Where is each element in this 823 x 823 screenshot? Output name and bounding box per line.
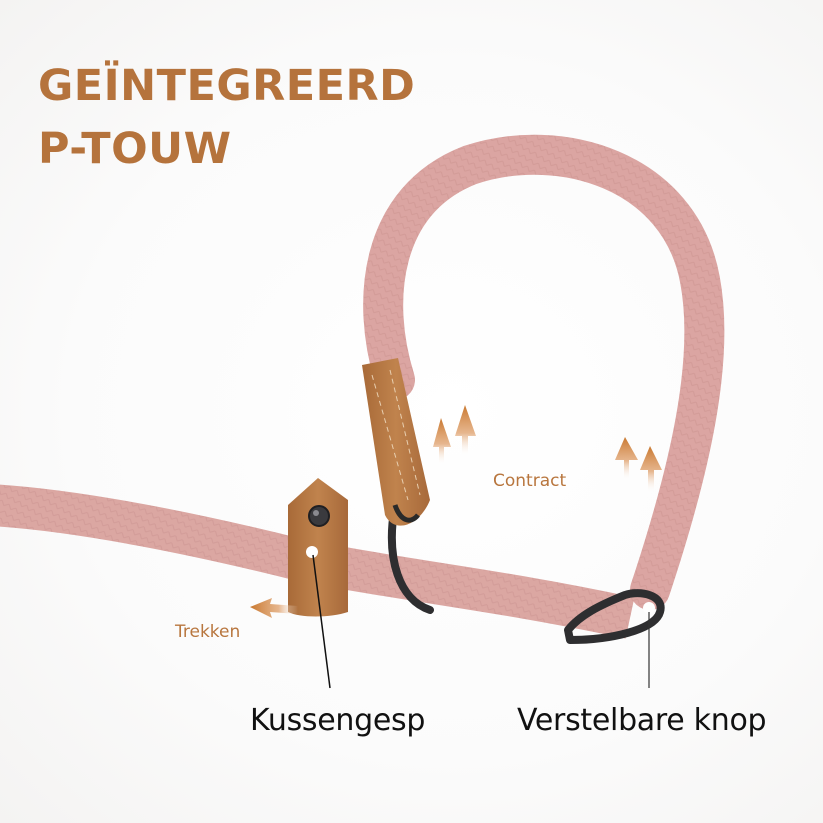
rope-loop: [363, 134, 725, 610]
leather-buckle-tab: [288, 478, 348, 617]
contract-label: Contract: [493, 471, 567, 491]
adjuster-stopper: [564, 589, 665, 644]
page-title: GEÏNTEGREERD P-TOUW: [38, 55, 415, 181]
buckle-label: Kussengesp: [250, 703, 426, 738]
pull-label: Trekken: [175, 622, 241, 642]
title-line-1: GEÏNTEGREERD: [38, 61, 416, 111]
leather-loop: [362, 358, 430, 526]
arrow-left-icon: [250, 598, 298, 618]
arrow-up-icon: [615, 437, 662, 492]
arrow-up-icon: [433, 405, 476, 465]
title-line-2: P-TOUW: [38, 124, 232, 174]
callout-line-buckle: [312, 554, 331, 689]
adjuster-label: Verstelbare knop: [517, 703, 767, 738]
